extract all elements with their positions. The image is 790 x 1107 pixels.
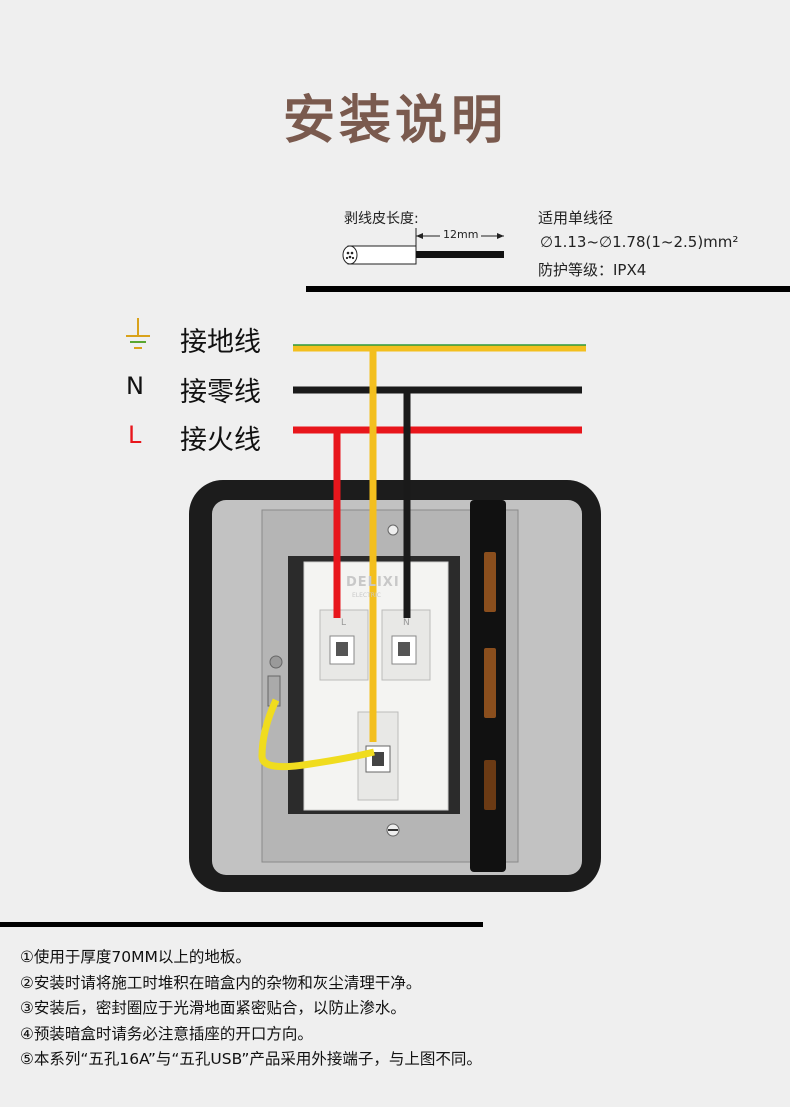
note-item: ②安装时请将施工时堆积在暗盒内的杂物和灰尘清理干净。 <box>20 973 422 992</box>
spec-divider <box>306 286 790 292</box>
page-title: 安装说明 <box>282 91 507 151</box>
ground-symbol-icon <box>126 318 150 349</box>
installation-notes: ①使用于厚度70MM以上的地板。 ②安装时请将施工时堆积在暗盒内的杂物和灰尘清理… <box>20 945 482 1073</box>
brand-sub: ELECTRIC <box>352 592 381 599</box>
spec-diameter: ∅1.13~∅1.78(1~2.5)mm² <box>540 233 739 251</box>
brand-logo: DELIXI <box>346 575 400 590</box>
ground-jumper-wire <box>258 698 375 771</box>
live-symbol: L <box>128 421 142 449</box>
neutral-wire-label: 接零线 <box>180 377 261 408</box>
spec-heading: 适用单线径 <box>538 209 614 227</box>
live-wire-label: 接火线 <box>180 425 261 456</box>
terminal-n-label: N <box>403 618 410 628</box>
note-item: ③安装后，密封圈应于光滑地面紧密贴合，以防止渗水。 <box>20 999 406 1017</box>
terminal-l-label: L <box>341 618 347 628</box>
note-item: ①使用于厚度70MM以上的地板。 <box>20 948 251 966</box>
notes-divider <box>0 922 483 927</box>
neutral-symbol: N <box>126 372 144 400</box>
strip-length-label: 剥线皮长度: <box>344 211 419 227</box>
spec-protection: 防护等级：IPX4 <box>538 261 647 279</box>
strip-length-value: 12mm <box>440 228 482 241</box>
note-item: ⑤本系列“五孔16A”与“五孔USB”产品采用外接端子，与上图不同。 <box>20 1050 482 1068</box>
note-item: ④预装暗盒时请务必注意插座的开口方向。 <box>20 1024 313 1043</box>
ground-wire-label: 接地线 <box>180 327 261 358</box>
